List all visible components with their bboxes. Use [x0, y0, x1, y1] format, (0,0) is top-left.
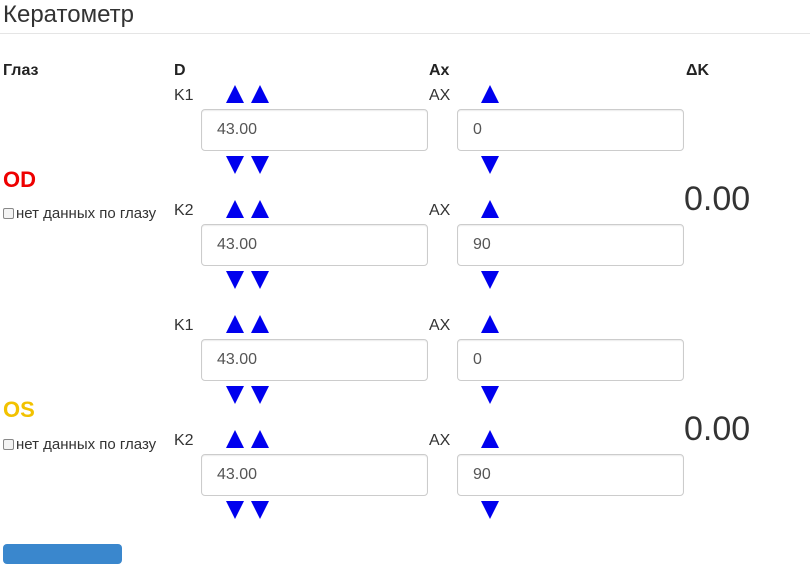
d-down-arrow-small-icon[interactable] — [251, 271, 269, 289]
d-down-arrow-small-icon[interactable] — [251, 386, 269, 404]
d-down-arrow-big-icon[interactable] — [226, 501, 244, 519]
d-up-arrow-small-icon[interactable] — [251, 85, 269, 103]
no-data-checkbox-od[interactable] — [3, 208, 14, 219]
page-title: Кератометр — [3, 1, 134, 28]
ax-down-arrow-icon[interactable] — [481, 386, 499, 404]
ax-down-arrow-icon[interactable] — [481, 271, 499, 289]
delta-k-os: 0.00 — [684, 410, 751, 448]
header-eye: Глаз — [3, 62, 39, 79]
ax-label-od-k1: AX — [429, 87, 451, 104]
no-data-os[interactable]: нет данных по глазу — [3, 436, 156, 453]
delta-k-od: 0.00 — [684, 180, 751, 218]
d-up-arrow-small-icon[interactable] — [251, 200, 269, 218]
d-down-arrow-small-icon[interactable] — [251, 156, 269, 174]
k1-label-od: K1 — [174, 87, 194, 104]
d-down-arrow-big-icon[interactable] — [226, 386, 244, 404]
ax-label-os-k2: AX — [429, 432, 451, 449]
ax-up-arrow-icon[interactable] — [481, 85, 499, 103]
d-up-arrow-small-icon[interactable] — [251, 430, 269, 448]
d-down-arrow-small-icon[interactable] — [251, 501, 269, 519]
ax-up-arrow-icon[interactable] — [481, 315, 499, 333]
ax-up-arrow-icon[interactable] — [481, 200, 499, 218]
ax-input-os-k1[interactable]: 0 — [457, 339, 684, 381]
no-data-label-os: нет данных по глазу — [16, 436, 157, 453]
no-data-label-od: нет данных по глазу — [16, 205, 157, 222]
d-down-arrow-big-icon[interactable] — [226, 156, 244, 174]
ax-input-od-k2[interactable]: 90 — [457, 224, 684, 266]
ax-label-od-k2: AX — [429, 202, 451, 219]
ax-label-os-k1: AX — [429, 317, 451, 334]
d-input-os-k1[interactable]: 43.00 — [201, 339, 428, 381]
eye-label-os: OS — [3, 397, 35, 422]
d-down-arrow-big-icon[interactable] — [226, 271, 244, 289]
ax-down-arrow-icon[interactable] — [481, 501, 499, 519]
d-input-od-k2[interactable]: 43.00 — [201, 224, 428, 266]
d-up-arrow-big-icon[interactable] — [226, 315, 244, 333]
header-d: D — [174, 62, 186, 79]
d-input-od-k1[interactable]: 43.00 — [201, 109, 428, 151]
ax-down-arrow-icon[interactable] — [481, 156, 499, 174]
eye-label-od: OD — [3, 167, 36, 192]
ax-input-od-k1[interactable]: 0 — [457, 109, 684, 151]
d-up-arrow-big-icon[interactable] — [226, 430, 244, 448]
d-up-arrow-small-icon[interactable] — [251, 315, 269, 333]
header-ax: Ax — [429, 62, 450, 79]
ax-up-arrow-icon[interactable] — [481, 430, 499, 448]
d-up-arrow-big-icon[interactable] — [226, 200, 244, 218]
k1-label-os: K1 — [174, 317, 194, 334]
header-delta-k: ΔK — [686, 62, 710, 79]
title-divider — [0, 33, 810, 34]
d-up-arrow-big-icon[interactable] — [226, 85, 244, 103]
submit-button[interactable] — [3, 544, 122, 564]
k2-label-od: K2 — [174, 202, 194, 219]
d-input-os-k2[interactable]: 43.00 — [201, 454, 428, 496]
no-data-od[interactable]: нет данных по глазу — [3, 205, 156, 222]
ax-input-os-k2[interactable]: 90 — [457, 454, 684, 496]
no-data-checkbox-os[interactable] — [3, 439, 14, 450]
k2-label-os: K2 — [174, 432, 194, 449]
